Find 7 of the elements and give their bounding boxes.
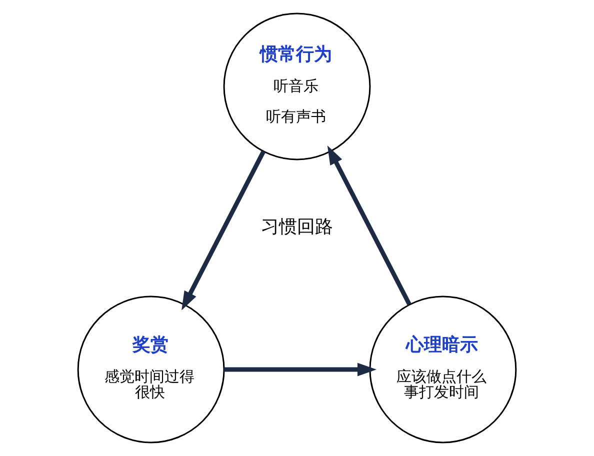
label: 习惯回路 xyxy=(261,218,333,238)
arrow xyxy=(224,362,377,376)
arrow xyxy=(327,145,412,306)
node-circle: 心理暗示 应该做点什么事打发时间 xyxy=(369,296,517,444)
node-circle: 奖赏 感觉时间过得很快 xyxy=(77,296,225,444)
arrow xyxy=(182,150,266,310)
node-circle: 惯常行为 听音乐 听有声书 xyxy=(223,12,371,160)
